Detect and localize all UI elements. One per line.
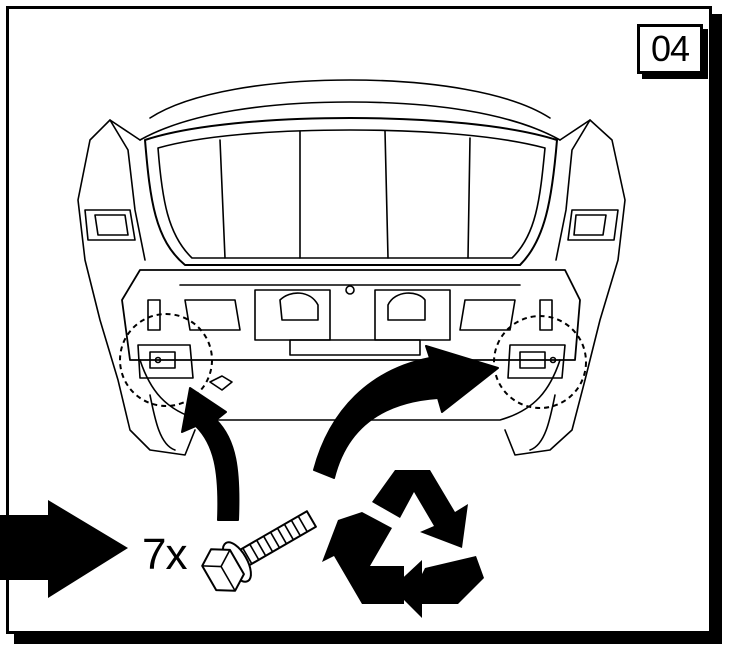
- step-number-badge: 04: [637, 24, 703, 74]
- big-arrow-icon: [0, 500, 128, 598]
- bolt-icon: [201, 510, 317, 592]
- highlight-right-mount: [493, 315, 587, 409]
- highlight-left-mount: [119, 313, 213, 407]
- quantity-label: 7x: [142, 530, 187, 579]
- step-number: 04: [650, 28, 690, 69]
- curved-arrow-right: [313, 345, 499, 479]
- car-rear-illustration: [77, 79, 626, 456]
- recycle-icon: [322, 470, 484, 618]
- curved-arrow-left: [181, 387, 240, 521]
